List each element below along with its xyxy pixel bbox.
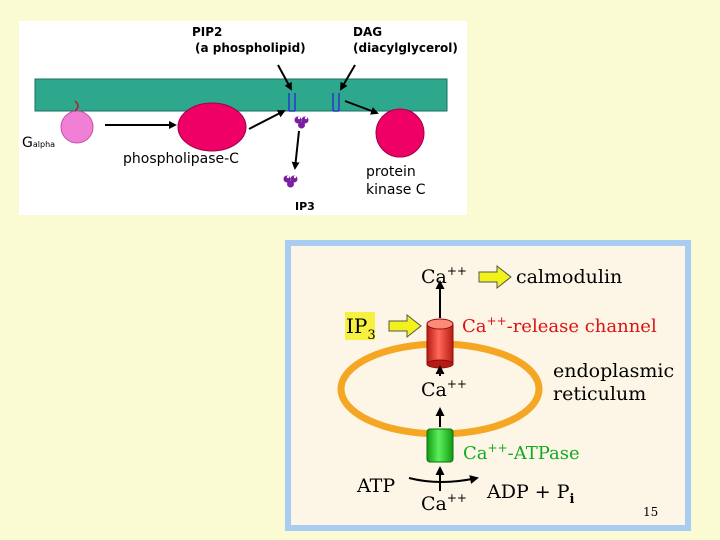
arrow-ca-to-calmodulin-icon xyxy=(478,264,512,290)
dag-sublabel: (diacylglycerol) xyxy=(353,41,458,55)
ca-bottom-label: Ca++ xyxy=(421,491,467,515)
ca-inside-er-label: Ca++ xyxy=(421,377,467,401)
ca-release-channel xyxy=(426,318,454,369)
release-channel-label: Ca++-release channel xyxy=(462,314,657,337)
arrow-plc-to-pip2 xyxy=(248,110,286,130)
calcium-release-svg: Ca++ calmodulin IP3 Ca++-release channel… xyxy=(337,264,674,519)
pip2-lipid-icon xyxy=(288,93,296,112)
g-alpha-protein xyxy=(60,110,94,144)
cell-membrane xyxy=(34,78,448,112)
er-label-line2: reticulum xyxy=(553,383,646,405)
adp-pi-label: ADP + Pi xyxy=(486,481,575,507)
slide-number: 15 xyxy=(643,505,658,519)
ip3-highlight xyxy=(345,312,375,340)
er-label-line1: endoplasmic xyxy=(553,360,674,382)
phospholipase-c-enzyme xyxy=(177,102,247,152)
arrow-ip3-release xyxy=(291,130,300,170)
arrow-dag-label xyxy=(339,64,356,91)
calcium-release-panel: Ca++ calmodulin IP3 Ca++-release channel… xyxy=(285,240,691,531)
ip3-label-main: IP3 xyxy=(346,314,376,343)
ip3-molecule-free xyxy=(283,175,298,188)
atpase-label: Ca++-ATPase xyxy=(463,441,580,464)
kinase-c-label: kinase C xyxy=(366,182,426,198)
dag-lipid-icon xyxy=(332,93,340,112)
protein-kinase-c xyxy=(375,108,425,158)
pip2-sublabel: (a phospholipid) xyxy=(195,41,306,55)
arrow-pip2-label xyxy=(277,64,292,91)
arrow-ip3-to-channel-icon xyxy=(388,313,422,339)
arrow-dag-to-pkc xyxy=(344,100,379,115)
plc-signaling-svg: PIP2 (a phospholipid) DAG (diacylglycero… xyxy=(22,25,458,213)
plc-signaling-diagram: PIP2 (a phospholipid) DAG (diacylglycero… xyxy=(19,21,467,215)
g-alpha-label: Galpha xyxy=(22,135,55,151)
dag-label: DAG xyxy=(353,25,382,39)
calcium-release-diagram: Ca++ calmodulin IP3 Ca++-release channel… xyxy=(291,246,685,525)
arrow-atp-to-adp xyxy=(408,475,479,484)
ca-top-label: Ca++ xyxy=(421,264,467,288)
pip2-label: PIP2 xyxy=(192,25,222,39)
g-alpha-anchor xyxy=(74,100,79,112)
ip3-label: IP3 xyxy=(295,200,315,213)
phospholipase-c-label: phospholipase-C xyxy=(123,151,239,167)
calmodulin-label: calmodulin xyxy=(516,266,622,288)
ip3-molecule-membrane xyxy=(294,116,309,129)
atp-label: ATP xyxy=(356,475,395,497)
ca-atpase-pump xyxy=(426,428,454,463)
protein-label: protein xyxy=(366,164,416,180)
